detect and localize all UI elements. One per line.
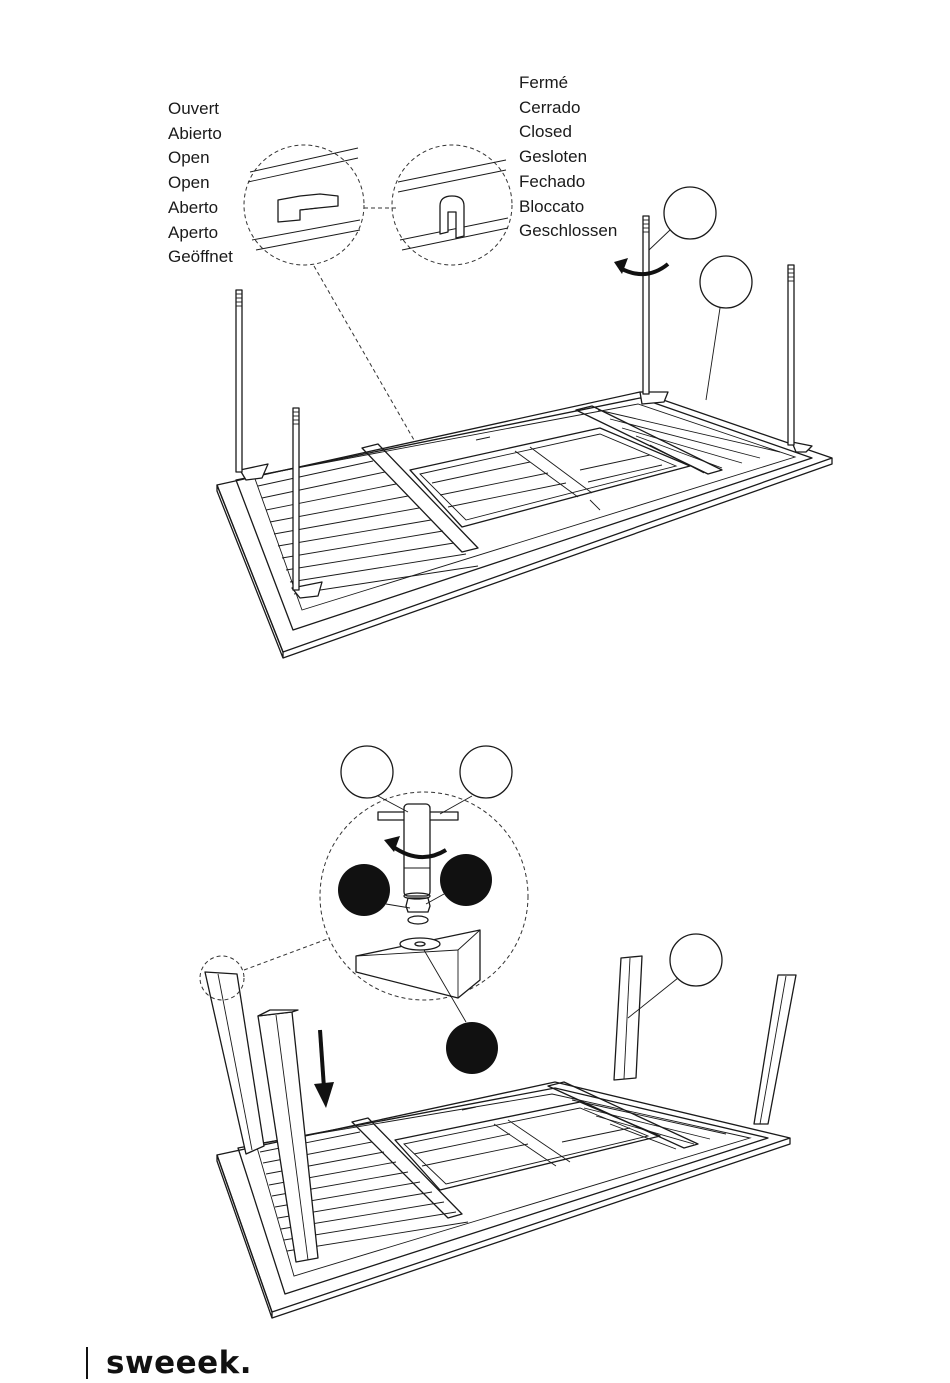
open-state-labels: Ouvert Abierto Open Open Aberto Aperto G… (168, 97, 233, 270)
closed-label-de: Geschlossen (519, 219, 617, 244)
callout-solid-right (440, 854, 492, 906)
closed-label-nl: Gesloten (519, 145, 617, 170)
brand-divider (86, 1347, 88, 1379)
callout-solid-left (338, 864, 390, 916)
open-label-it: Aperto (168, 221, 233, 246)
callout-solid-bottom (446, 1022, 498, 1074)
open-label-pt: Aberto (168, 196, 233, 221)
brand-logo: sweeek. (106, 1345, 252, 1381)
closed-label-it: Bloccato (519, 195, 617, 220)
closed-label-pt: Fechado (519, 170, 617, 195)
step1-latch-closed-detail (392, 145, 512, 265)
open-label-es: Abierto (168, 122, 233, 147)
closed-state-labels: Fermé Cerrado Closed Gesloten Fechado Bl… (519, 71, 617, 244)
step1-tabletop (217, 392, 832, 658)
step1-callouts (649, 187, 752, 400)
callout-circle-d (460, 746, 512, 798)
step1-latch-open-detail (244, 145, 364, 265)
closed-label-fr: Fermé (519, 71, 617, 96)
step2-down-arrow-icon (314, 1030, 334, 1108)
step2-hardware-detail (320, 792, 528, 1000)
closed-label-es: Cerrado (519, 96, 617, 121)
brand-footer: sweeek. (86, 1345, 252, 1381)
open-label-nl: Open (168, 171, 233, 196)
open-label-en: Open (168, 146, 233, 171)
callout-circle-b (700, 256, 752, 308)
step1-rotate-arrow-icon (614, 258, 668, 274)
open-label-fr: Ouvert (168, 97, 233, 122)
callout-circle-a (664, 187, 716, 239)
closed-label-en: Closed (519, 120, 617, 145)
callout-circle-c (341, 746, 393, 798)
open-label-de: Geöffnet (168, 245, 233, 270)
